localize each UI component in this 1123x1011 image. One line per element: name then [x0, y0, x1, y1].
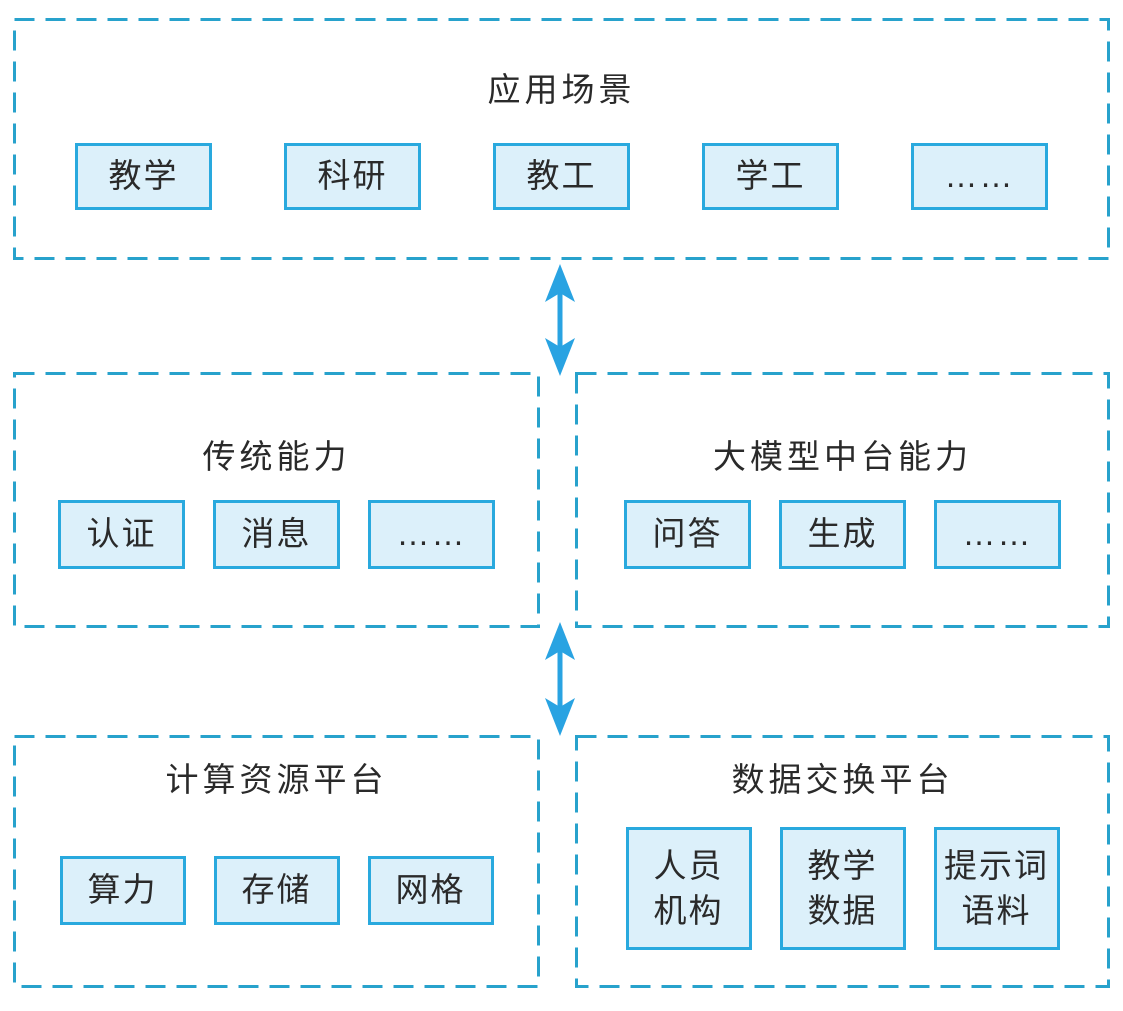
- panel-title-data-exchange-platform: 数据交换平台: [731, 761, 954, 798]
- item-computing-power: 算力: [59, 856, 186, 925]
- item-qa: 问答: [624, 500, 751, 569]
- panel-traditional-capability: 传统能力 认证 消息 ……: [13, 372, 540, 628]
- item-generation: 生成: [779, 500, 906, 569]
- application-items-row: 教学 科研 教工 学工 ……: [13, 143, 1110, 210]
- item-messaging: 消息: [213, 500, 340, 569]
- compute-items-row: 算力 存储 网格: [13, 856, 540, 925]
- panel-title-llm-platform-capability: 大模型中台能力: [713, 438, 972, 475]
- panel-title-computing-resource-platform: 计算资源平台: [165, 761, 388, 798]
- item-student-affairs: 学工: [702, 143, 839, 210]
- panel-data-exchange-platform: 数据交换平台 人员 机构 教学 数据 提示词 语料: [575, 735, 1110, 988]
- traditional-items-row: 认证 消息 ……: [13, 500, 540, 569]
- double-arrow-app-capability: [545, 264, 575, 376]
- item-teaching-data: 教学 数据: [779, 827, 906, 950]
- item-faculty: 教工: [493, 143, 630, 210]
- item-research: 科研: [284, 143, 421, 210]
- panel-llm-platform-capability: 大模型中台能力 问答 生成 ……: [575, 372, 1110, 628]
- panel-computing-resource-platform: 计算资源平台 算力 存储 网格: [13, 735, 540, 988]
- llm-items-row: 问答 生成 ……: [575, 500, 1110, 569]
- item-prompt-corpus: 提示词 语料: [933, 827, 1060, 950]
- exchange-items-row: 人员 机构 教学 数据 提示词 语料: [575, 827, 1110, 950]
- item-teaching: 教学: [75, 143, 212, 210]
- item-ellipsis: ……: [934, 500, 1061, 569]
- item-ellipsis: ……: [368, 500, 495, 569]
- item-authentication: 认证: [58, 500, 185, 569]
- panel-title-application-scenarios: 应用场景: [487, 71, 636, 108]
- item-grid: 网格: [367, 856, 494, 925]
- panel-title-traditional-capability: 传统能力: [202, 438, 351, 475]
- item-ellipsis: ……: [911, 143, 1048, 210]
- item-personnel-organization: 人员 机构: [625, 827, 752, 950]
- panel-application-scenarios: 应用场景 教学 科研 教工 学工 ……: [13, 18, 1110, 260]
- item-storage: 存储: [213, 856, 340, 925]
- double-arrow-capability-platform: [545, 622, 575, 736]
